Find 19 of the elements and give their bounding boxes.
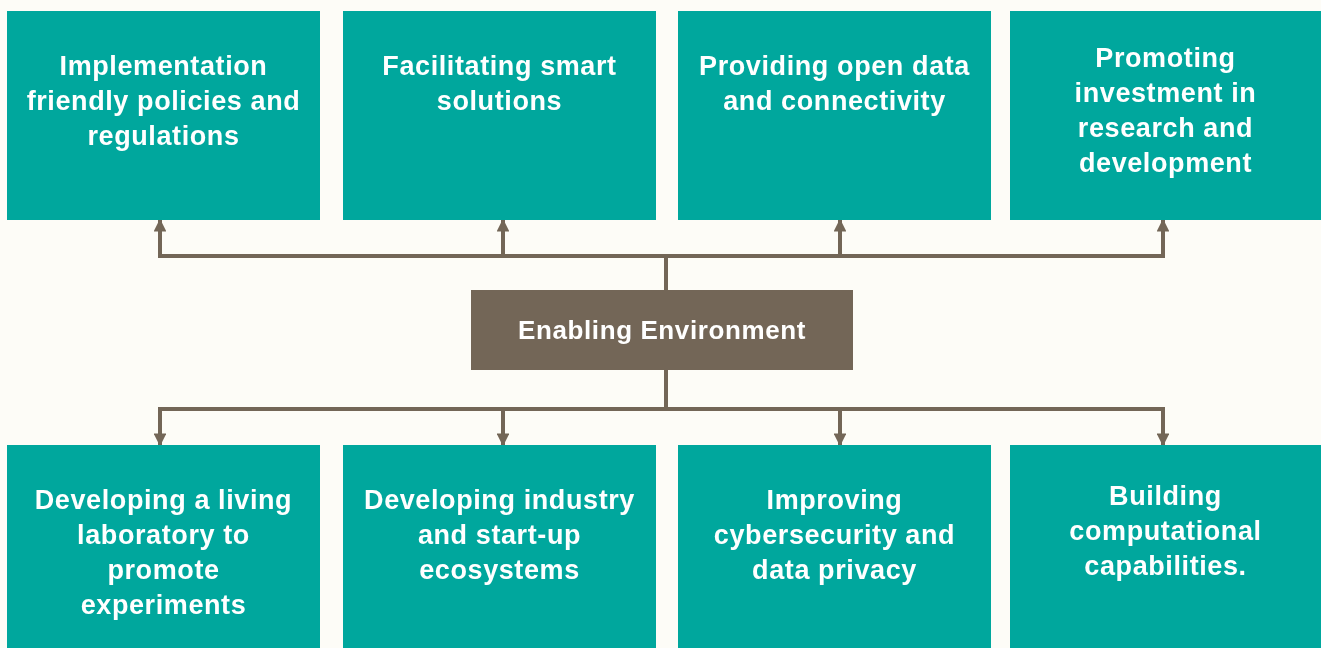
box-label: Developing industry and start-up ecosystems bbox=[363, 484, 636, 587]
goal-box bbox=[7, 11, 320, 220]
box-label: Enabling Environment bbox=[518, 313, 806, 347]
goal-box bbox=[1010, 445, 1321, 648]
box-label: Promoting investment in research and development bbox=[1073, 42, 1258, 180]
box-label: Building computational capabilities. bbox=[1068, 480, 1263, 583]
box-label: Providing open data and connectivity bbox=[698, 50, 971, 118]
goal-box bbox=[343, 11, 656, 220]
goal-box bbox=[678, 11, 991, 220]
central-box bbox=[471, 290, 853, 370]
box-label: Improving cybersecurity and data privacy bbox=[712, 484, 957, 587]
box-label: Developing a living laboratory to promote experiments bbox=[33, 484, 294, 622]
goal-box bbox=[343, 445, 656, 648]
goal-box bbox=[7, 445, 320, 648]
connector-arrow bbox=[664, 218, 1170, 290]
box-label: Facilitating smart solutions bbox=[381, 50, 618, 118]
box-label: Implementation friendly policies and regulations bbox=[25, 50, 302, 153]
goal-box bbox=[1010, 11, 1321, 220]
goal-box bbox=[678, 445, 991, 648]
